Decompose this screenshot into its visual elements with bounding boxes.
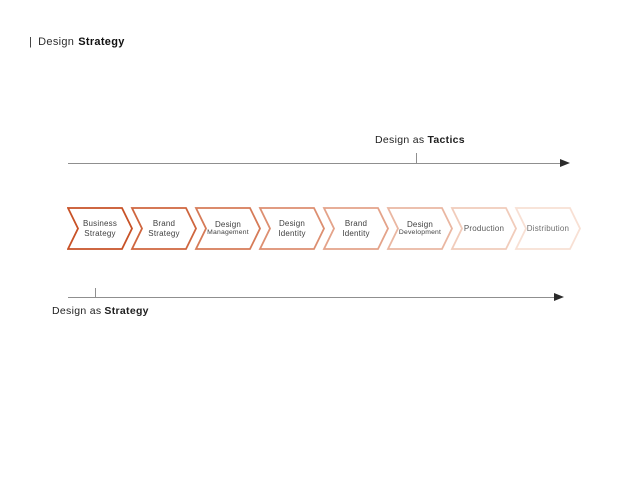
tactics-label-emphasis: Tactics [427,134,465,146]
chevron-label-line1: Business [82,219,118,228]
chevron-label-line1: Design [278,219,306,228]
tactics-arrowhead-icon [560,159,570,167]
chevron-label-brand-strategy: Brand Strategy [138,208,190,249]
chevron-shape-distribution [514,207,582,250]
chevron-label-line2: Strategy [84,228,116,238]
chevron-shape-business-strategy [67,207,134,250]
chevron-label-line2: Identity [278,228,306,238]
chevron-label-design-management: Design Management [202,208,254,249]
chevron-label-design-development: Design Development [394,208,446,249]
strategy-arrowhead-icon [554,293,564,301]
chevron-label-line1: Design [406,219,434,229]
chevron-label-line1: Brand [344,219,368,228]
strategy-axis-line [68,297,555,298]
strategy-axis-tick [95,288,96,297]
chevron-label-line1: Production [463,223,505,233]
chevron-shape-brand-strategy [130,207,198,250]
chevron-label-line2: Management [207,229,249,236]
chevron-shape-design-management [194,207,262,250]
chevron-label-business-strategy: Business Strategy [74,208,126,249]
title-divider-bar: | [29,36,33,48]
tactics-axis-tick [416,153,417,163]
chevron-label-distribution: Distribution [522,208,574,249]
title-prefix: Design [38,36,75,48]
tactics-axis-line [68,163,561,164]
chevron-label-line1: Design [214,219,242,229]
chevron-shape-brand-identity [322,207,390,250]
strategy-label-emphasis: Strategy [104,305,149,317]
strategy-label-prefix: Design as [52,305,102,317]
title-emphasis: Strategy [78,36,125,48]
chevron-label-production: Production [458,208,510,249]
chevron-process-diagram [67,207,582,250]
chevron-label-design-identity: Design Identity [266,208,318,249]
chevron-shape-design-development [386,207,454,250]
chevron-shape-production [450,207,518,250]
chevron-label-line2: Strategy [148,228,180,238]
tactics-label-prefix: Design as [375,134,425,146]
chevron-label-brand-identity: Brand Identity [330,208,382,249]
chevron-shape-design-identity [258,207,326,250]
chevron-label-line1: Brand [152,219,176,228]
chevron-label-line1: Distribution [526,223,570,233]
chevron-label-line2: Identity [342,228,370,238]
chevron-label-line2: Development [398,229,442,236]
